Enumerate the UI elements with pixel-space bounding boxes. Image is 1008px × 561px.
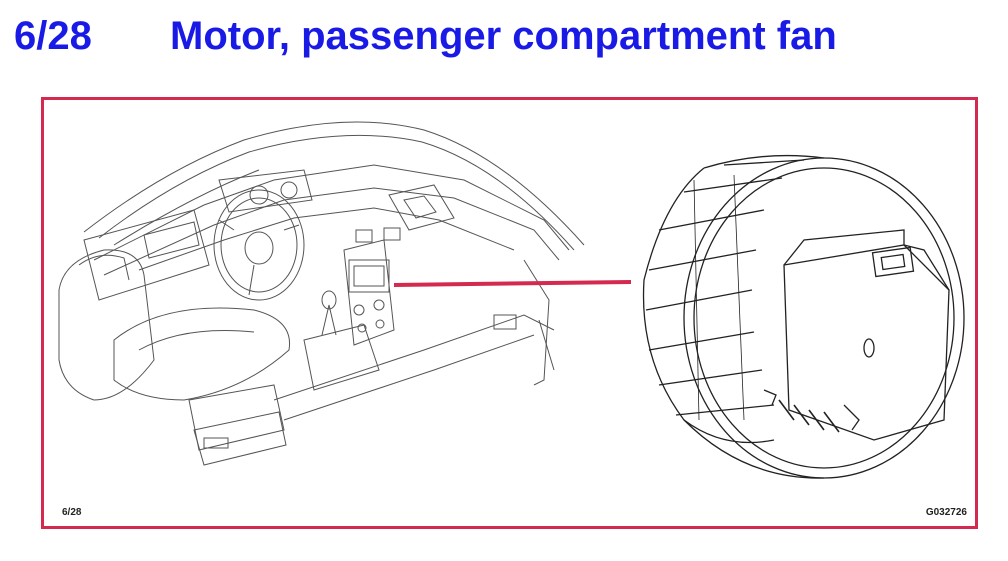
figure-ref-left: 6/28 (62, 507, 82, 518)
diagram-frame: 6/28 G032726 (41, 97, 978, 529)
leader-line (393, 280, 632, 287)
page-header: 6/28 Motor, passenger compartment fan (0, 0, 1008, 80)
page-title: Motor, passenger compartment fan (170, 14, 837, 58)
figure-ref-right: G032726 (925, 507, 967, 518)
page-number: 6/28 (14, 14, 92, 58)
blower-motor-illustration (642, 154, 965, 479)
car-interior-illustration (58, 121, 585, 466)
diagram-canvas (58, 121, 965, 479)
